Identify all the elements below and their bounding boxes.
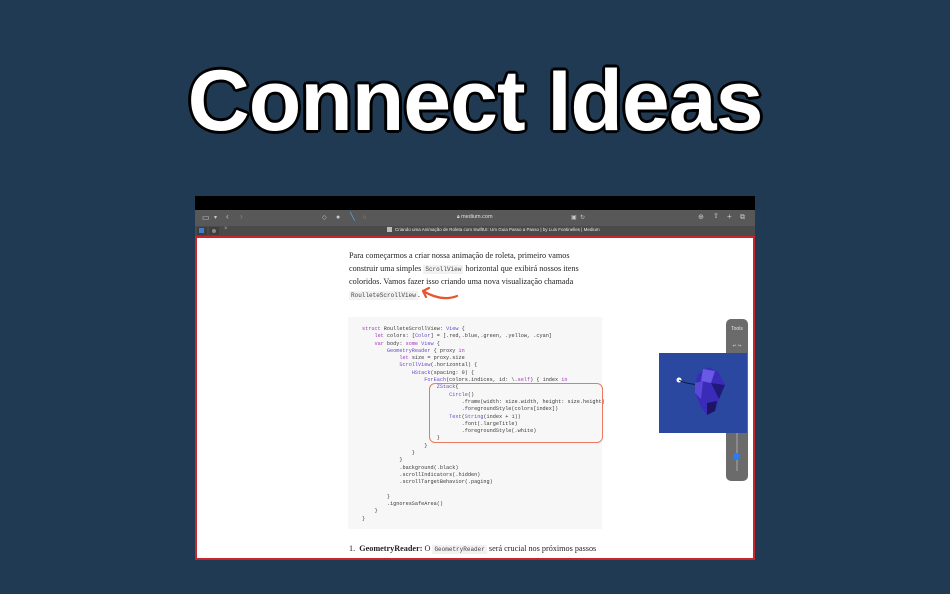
inline-code-roulletescrollview: RoulleteScrollView bbox=[349, 290, 418, 300]
code-line: } bbox=[362, 457, 403, 464]
menu-bar bbox=[195, 196, 755, 210]
intro-paragraph: Para começarmos a criar nossa animação d… bbox=[349, 251, 579, 300]
share-icon[interactable]: ⇧ bbox=[713, 213, 719, 220]
code-line: Circle() bbox=[449, 391, 475, 398]
url-field[interactable]: 🔒︎ medium.com bbox=[457, 214, 493, 220]
chevron-down-icon[interactable]: ▾ bbox=[214, 215, 218, 221]
pen-icon[interactable]: ╲ bbox=[350, 212, 355, 221]
tools-label: Tools bbox=[731, 326, 743, 332]
code-line: ForEach(colors.indices, id: \.self) { in… bbox=[424, 377, 568, 384]
medium-favicon-icon bbox=[387, 227, 392, 233]
code-line: } bbox=[362, 508, 378, 515]
annotation-arrow-icon bbox=[421, 286, 459, 300]
code-line: } bbox=[362, 450, 415, 457]
code-line: let colors: [Color] = [.red,.blue,.green… bbox=[374, 333, 552, 340]
download-icon[interactable]: ⊕ bbox=[698, 214, 704, 221]
annotation-highlight-box bbox=[429, 383, 603, 443]
translate-icon[interactable]: ▣ bbox=[571, 215, 577, 221]
slider-knob[interactable] bbox=[733, 453, 740, 460]
headline: Connect Ideas bbox=[186, 52, 765, 151]
code-line: .font(.largeTitle) bbox=[362, 420, 518, 427]
reload-icon[interactable]: ↻ bbox=[580, 215, 586, 221]
shield-icon[interactable]: ◌ bbox=[363, 215, 367, 221]
code-line: struct RoulleteScrollView: View { bbox=[362, 326, 465, 332]
extension-icon[interactable]: ● bbox=[336, 214, 341, 221]
code-line: } bbox=[362, 493, 391, 500]
code-line: .ignoresSafeArea() bbox=[362, 501, 443, 508]
sidebar-icon[interactable]: ▭ bbox=[202, 213, 210, 222]
code-line: HStack(spacing: 0) { bbox=[411, 369, 475, 376]
code-line: let size = proxy.size bbox=[399, 355, 465, 362]
code-line: } bbox=[362, 442, 428, 449]
code-line: var body: some View { bbox=[374, 340, 440, 347]
code-text: struct RoulleteScrollView: View { let co… bbox=[362, 326, 605, 523]
code-line: ZStack{ bbox=[436, 384, 459, 391]
linkedin-icon bbox=[199, 228, 204, 233]
code-line: ScrollView(.horizontal) { bbox=[399, 362, 478, 369]
code-line: GeometryReader { proxy in bbox=[386, 347, 465, 354]
size-slider[interactable] bbox=[736, 431, 738, 471]
new-tab-icon[interactable]: + bbox=[727, 212, 732, 221]
active-tab[interactable]: Criando uma Animação de Roleta com Swift… bbox=[387, 227, 600, 233]
code-line: .background(.black) bbox=[362, 464, 459, 471]
code-line: .scrollIndicators(.hidden) bbox=[362, 471, 481, 478]
code-line: Text(String(index + 1)) bbox=[449, 413, 521, 420]
undo-redo-buttons[interactable]: ↩ ↪ bbox=[732, 343, 742, 348]
code-line: .foregroundStyle(.white) bbox=[362, 428, 537, 435]
inline-code-geometryreader: GeometryReader bbox=[432, 545, 487, 554]
inline-code-scrollview: ScrollView bbox=[423, 264, 464, 274]
tabs-overview-icon[interactable]: ⧉ bbox=[740, 214, 745, 221]
code-line: .scrollTargetBehavior(.paging) bbox=[362, 479, 493, 486]
code-line: .frame(width: size.width, height: size.h… bbox=[362, 398, 605, 405]
back-icon[interactable]: ‹ bbox=[226, 212, 229, 221]
code-line: } bbox=[362, 435, 440, 442]
pinned-tab[interactable] bbox=[209, 227, 219, 235]
tab-favicon-icon bbox=[212, 229, 216, 233]
code-line: .foregroundStyle(colors[index]) bbox=[362, 406, 559, 413]
code-block: struct RoulleteScrollView: View { let co… bbox=[348, 317, 605, 529]
tab-bar: × Criando uma Animação de Roleta com Swi… bbox=[195, 226, 755, 236]
lowpoly-head-icon bbox=[676, 367, 725, 415]
lock-icon: 🔒︎ bbox=[457, 214, 462, 220]
browser-toolbar: ▭ ▾ ‹ › ◇ ● ╲ ◌ 🔒︎ medium.com ▣ ↻ ⊕ ⇧ + … bbox=[195, 210, 755, 226]
list-item: 1. GeometryReader: O GeometryReader será… bbox=[349, 544, 597, 554]
close-tab-icon[interactable]: × bbox=[224, 226, 228, 232]
reader-icon[interactable]: ◇ bbox=[322, 215, 327, 221]
code-line: } bbox=[362, 515, 366, 522]
pinned-tab-linkedin[interactable] bbox=[197, 227, 207, 235]
forward-icon[interactable]: › bbox=[240, 212, 243, 221]
cursor-preview-image bbox=[659, 353, 747, 433]
